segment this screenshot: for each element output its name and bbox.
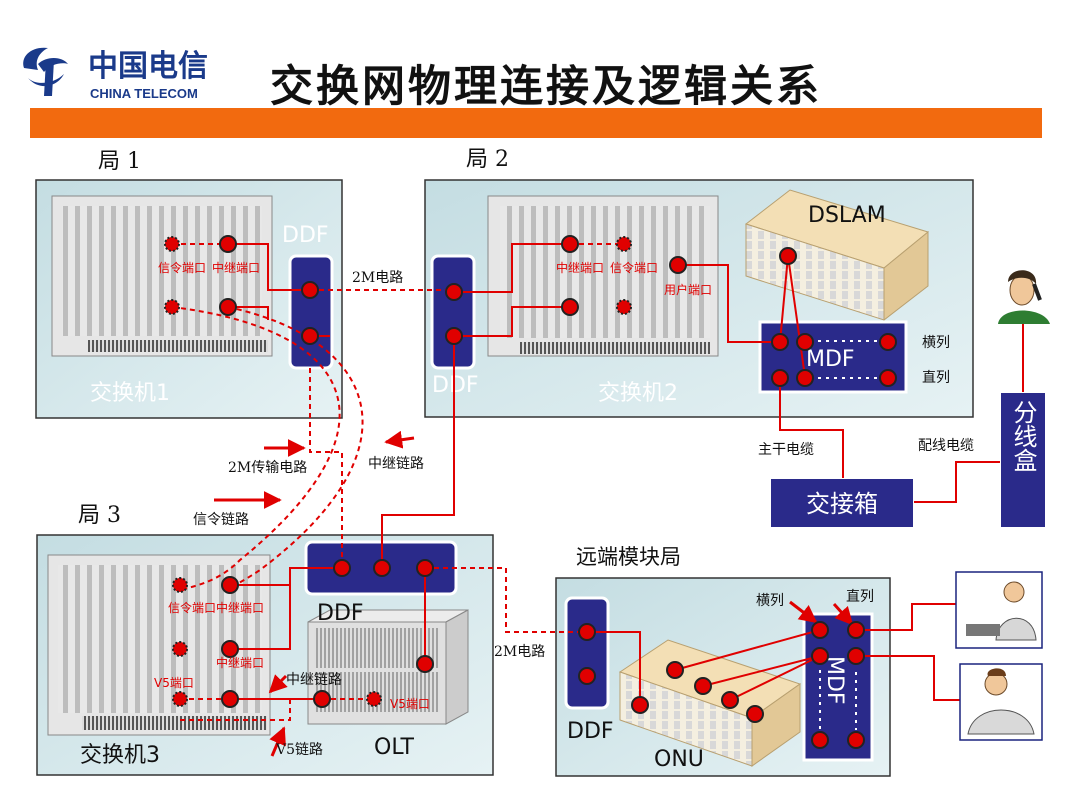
dashed-links [171,243,624,721]
transmission-2m-label: 2M传输电路 [228,460,307,476]
phone-user-2 [955,571,1043,649]
distribution-box-label: 分线盒 [1009,400,1037,472]
switch2-rack [487,195,719,357]
mdf-remote-label: MDF [822,656,847,705]
remote-office-label: 远端模块局 [576,545,681,569]
red-nodes [164,235,897,749]
main-cable-label: 主干电缆 [758,442,814,458]
switch1-rack [51,195,273,357]
annotation-arrows [214,430,854,757]
phone-user-3 [959,663,1043,741]
link-2m-remote-label: 2M电路 [494,644,545,660]
trunk-link-olt-label: 中继链路 [286,672,342,688]
mdf2-label: MDF [806,347,855,372]
logo-english-text: CHINA TELECOM [90,86,198,101]
signal-link-label: 信令链路 [193,512,249,528]
ddf1-label: DDF [282,223,329,248]
olt-label: OLT [374,735,415,760]
office3-trunk-port2-label: 中继端口 [216,655,264,670]
office1-signal-port-label: 信令端口 [158,260,206,275]
distribution-cable-label: 配线电缆 [918,438,974,454]
switch2-label: 交换机2 [598,381,678,406]
office2-signal-port-label: 信令端口 [610,260,658,275]
mdf-remote-vertical-label: 直列 [846,588,874,605]
ddf-remote-label: DDF [567,719,614,744]
olt-device [307,609,469,725]
switch3-label: 交换机3 [80,743,160,768]
office3-trunk-port-label: 中继端口 [216,600,264,615]
ddf-remote-box [564,596,610,710]
office3-signal-port-label: 信令端口 [168,600,216,615]
ddf2-label: DDF [432,373,479,398]
link-2m-top-label: 2M电路 [352,270,403,286]
logo-chinese-text: 中国电信 [88,49,208,84]
switch1-label: 交换机1 [90,381,170,406]
cross-box-label: 交接箱 [806,490,878,518]
office3-label: 局 3 [78,503,121,528]
office1-trunk-port-label: 中继端口 [212,260,260,275]
onu-to-mdf-link [729,655,821,701]
office1-label: 局 1 [98,149,141,174]
dslam-label: DSLAM [808,203,886,228]
phone-user-1 [996,262,1052,324]
office3-v5-port-label: V5端口 [154,676,194,690]
onu-label: ONU [654,747,704,772]
mdf2-vertical-label: 直列 [922,369,950,386]
office2-trunk-port-label: 中继端口 [556,260,604,275]
olt-v5-port-label: V5端口 [390,697,430,711]
trunk-link-label: 中继链路 [368,456,424,472]
page-title: 交换网物理连接及逻辑关系 [270,62,822,112]
cross-box [769,477,915,529]
header-bar [30,108,1042,138]
office2-user-port-label: 用户端口 [664,282,712,297]
china-telecom-logo: 中国电信 CHINA TELECOM [23,47,208,101]
v5-link-label: V5链路 [275,742,323,758]
solid-links [228,243,1024,705]
mdf-remote-horizontal-label: 横列 [756,593,784,609]
dslam-device [744,189,930,322]
onu-device [618,639,802,767]
ddf3-label: DDF [317,601,364,626]
mdf2-horizontal-label: 横列 [922,335,950,351]
office2-label: 局 2 [466,147,509,172]
